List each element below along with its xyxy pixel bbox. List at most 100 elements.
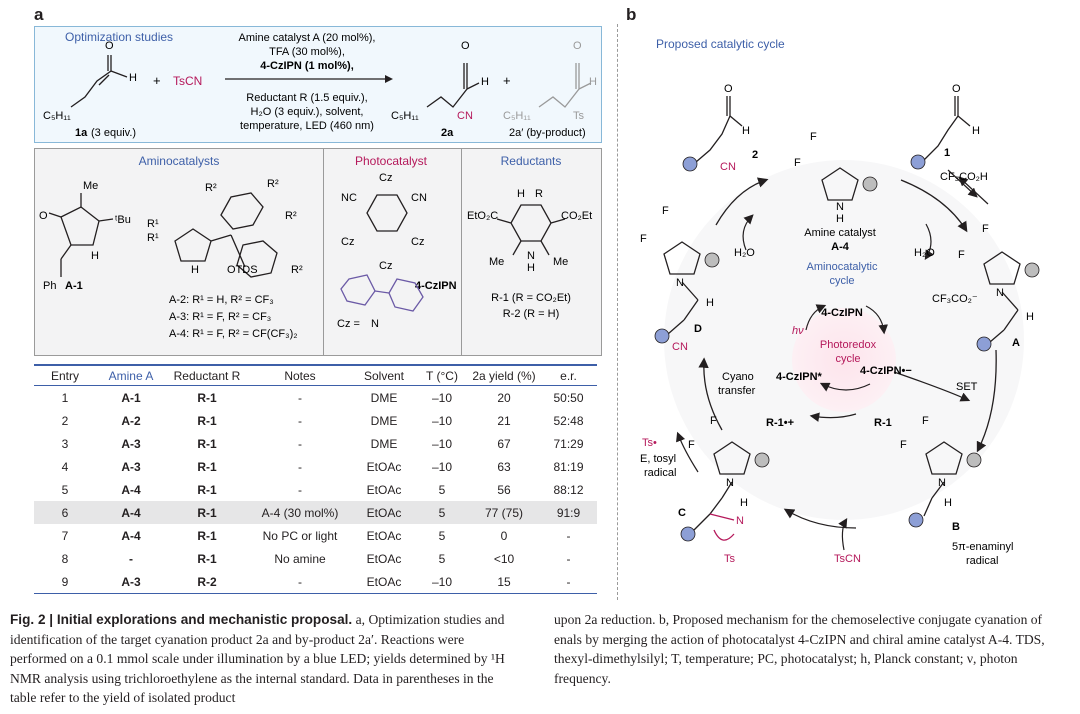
co2et-label: CO₂Et	[561, 210, 592, 222]
product-2a-cn: CN	[457, 110, 473, 122]
cell-amine: A-2	[121, 413, 141, 428]
figure-label: Fig. 2 | Initial explorations and mechan…	[10, 612, 353, 627]
cz-right: Cz	[411, 236, 424, 248]
byproduct-substituent: C₅H₁₁	[503, 110, 531, 122]
catalysts-divider-1	[323, 149, 324, 355]
catalysts-divider-2	[461, 149, 462, 355]
cell-reductant: R-1	[197, 390, 217, 405]
r1-reductant: R-1	[874, 417, 892, 429]
cell-notes: A-4 (30 mol%)	[261, 505, 339, 520]
cell-yield: 20	[497, 390, 511, 405]
enal-1a-substituent: C₅H₁₁	[43, 110, 71, 122]
r2-definition: R-2 (R = H)	[503, 308, 560, 320]
cell-notes: -	[298, 482, 302, 497]
panel-divider	[617, 24, 618, 600]
nc-label: NC	[341, 192, 357, 204]
r1-radical-cation: R-1•+	[766, 417, 794, 429]
intermediate-c-blue-ball	[680, 526, 696, 542]
cell-er: 71:29	[553, 436, 584, 451]
enal-1a-o: O	[105, 40, 114, 52]
radical-b-structure	[923, 441, 963, 517]
cell-reductant: R-1	[197, 459, 217, 474]
hv-label: hν	[792, 325, 804, 337]
enal-1a-structure	[70, 55, 128, 108]
cycle-title: Proposed catalytic cycle	[656, 37, 785, 51]
carbazole-structure	[340, 274, 424, 312]
col-reductant: Reductant R	[173, 368, 241, 383]
enaminyl-label-2: radical	[966, 555, 998, 567]
col-er: e.r.	[560, 368, 577, 383]
iminium-grey-ball	[1024, 262, 1040, 278]
product-2a-h: H	[481, 76, 489, 88]
cell-temperature: 5	[438, 528, 446, 543]
cell-entry: 1	[61, 390, 69, 405]
cell-amine: A-3	[121, 436, 141, 451]
enamine-d-n: N	[676, 277, 684, 289]
cell-reductant: R-1	[197, 436, 217, 451]
cell-entry: 9	[61, 574, 69, 589]
col-yield: 2a yield (%)	[472, 368, 536, 383]
radical-b-f: F	[922, 415, 929, 427]
cell-notes: No amine	[274, 551, 326, 566]
amine-catalyst-label: Amine catalyst	[804, 227, 876, 239]
cf3co2h-label: CF₃CO₂H	[940, 171, 988, 183]
cell-er: 52:48	[553, 413, 584, 428]
a-r2-label-4: R²	[291, 264, 303, 276]
cell-notes: -	[298, 413, 302, 428]
col-notes: Notes	[284, 368, 316, 383]
cell-solvent: DME	[370, 436, 398, 451]
product-2-o: O	[724, 83, 733, 95]
plus-sign: +	[153, 73, 161, 88]
cell-solvent: EtOAc	[366, 528, 402, 543]
cell-solvent: DME	[370, 390, 398, 405]
cell-reductant: R-1	[197, 551, 217, 566]
intermediate-c-f-2: F	[688, 439, 695, 451]
cell-er: 81:19	[553, 459, 584, 474]
prolinol-structure	[174, 192, 278, 278]
catalysts-structures: Aminocatalysts O Me ᵗBu H Ph A-1 R¹ R¹ R…	[39, 154, 592, 340]
aminocatalytic-label: Aminocatalytic	[807, 261, 878, 273]
cell-er: -	[566, 574, 571, 589]
carbazole-n: N	[371, 318, 379, 330]
cell-entry: 6	[61, 505, 69, 520]
product-2-cn: CN	[720, 161, 736, 173]
cell-amine: A-4	[121, 528, 141, 543]
imidoyl-group	[709, 513, 735, 541]
hantzsch-ester-structure	[496, 204, 566, 256]
cell-er: -	[566, 551, 571, 566]
cell-temperature: 5	[438, 505, 446, 520]
radical-b-h: H	[944, 497, 952, 509]
enaminyl-label-1: 5π-enaminyl	[952, 541, 1013, 553]
byproduct-h: H	[589, 76, 597, 88]
intermediate-c-h: H	[740, 497, 748, 509]
intermediate-c-label: C	[678, 507, 686, 519]
cell-reductant: R-1	[197, 528, 217, 543]
tscn-reagent: TsCN	[173, 74, 202, 88]
photoredox-background	[792, 308, 896, 412]
cell-solvent: EtOAc	[366, 574, 402, 589]
reactant-equiv: (3 equiv.)	[91, 127, 136, 139]
tosyl-label-1: E, tosyl	[640, 453, 676, 465]
cyano-label-2: transfer	[718, 385, 756, 397]
cell-solvent: EtOAc	[366, 482, 402, 497]
col-temperature: T (°C)	[426, 368, 458, 383]
iminium-a-label: A	[1012, 337, 1020, 349]
cz-left: Cz	[341, 236, 354, 248]
caption-left: Fig. 2 | Initial explorations and mechan…	[10, 610, 522, 708]
iminium-f-2: F	[958, 249, 965, 261]
cell-entry: 8	[61, 551, 69, 566]
hantzsch-me-left: Me	[489, 256, 504, 268]
cell-temperature: –10	[431, 390, 453, 405]
panel-a-letter: a	[34, 5, 44, 24]
czipn-top: 4-CzIPN	[821, 307, 863, 319]
amine-h: H	[836, 213, 844, 225]
czipn-name: 4-CzIPN	[415, 280, 457, 292]
hantzsch-h: H	[517, 188, 525, 200]
a2-definition: A-2: R¹ = H, R² = CF₃	[169, 294, 274, 306]
